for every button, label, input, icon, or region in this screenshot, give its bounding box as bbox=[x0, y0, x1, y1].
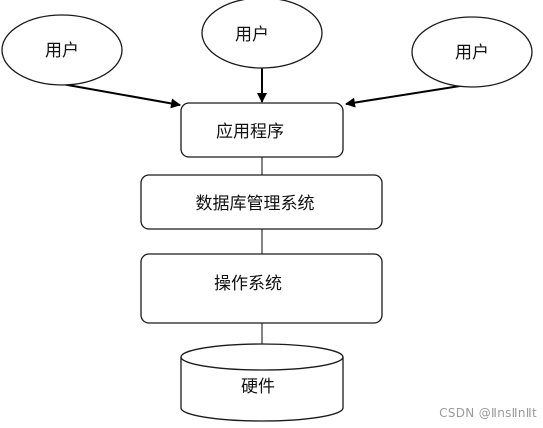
arrow-user-right-to-app bbox=[345, 85, 461, 108]
arrow-user-left-to-app bbox=[61, 83, 181, 109]
hardware-layer-label: 硬件 bbox=[241, 377, 275, 397]
user-node-right: 用户 bbox=[411, 16, 533, 88]
os-layer-label: 操作系统 bbox=[214, 274, 282, 294]
hardware-layer: 硬件 bbox=[180, 343, 344, 422]
dbms-layer-label: 数据库管理系统 bbox=[196, 194, 315, 214]
user-node-center-label: 用户 bbox=[235, 25, 269, 45]
user-node-left-label: 用户 bbox=[45, 41, 79, 61]
user-node-right-label: 用户 bbox=[455, 43, 489, 63]
user-node-center: 用户 bbox=[201, 0, 323, 69]
application-layer: 应用程序 bbox=[180, 102, 344, 158]
dbms-layer: 数据库管理系统 bbox=[140, 174, 383, 230]
user-node-left: 用户 bbox=[1, 14, 123, 86]
watermark-text: CSDN @ⅡnsⅡnⅡt bbox=[439, 406, 537, 420]
os-layer: 操作系统 bbox=[140, 253, 383, 324]
application-layer-label: 应用程序 bbox=[216, 122, 284, 142]
